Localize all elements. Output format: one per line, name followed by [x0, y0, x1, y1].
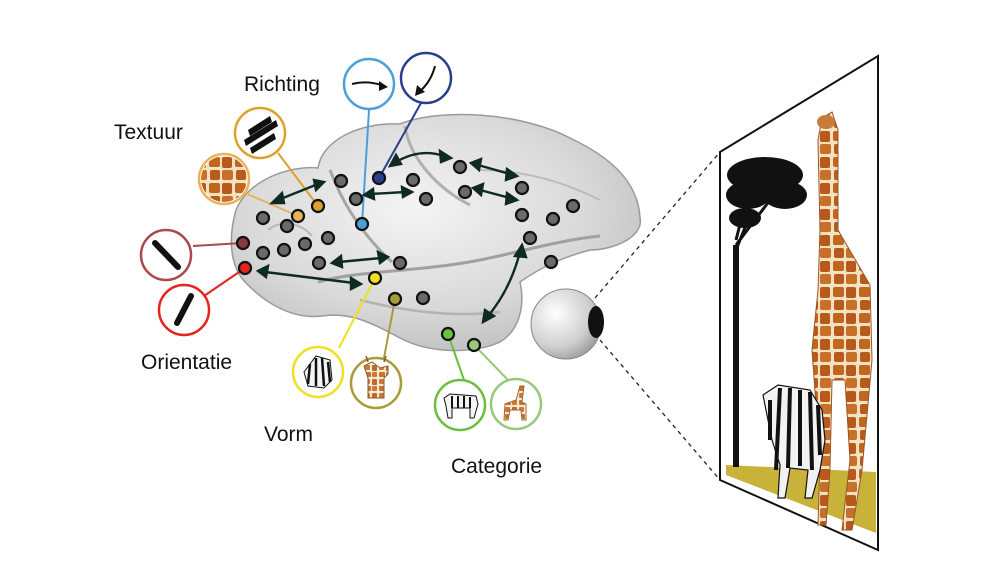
oriented-bar-left-icon [139, 228, 193, 282]
tree-silhouette [726, 157, 807, 467]
giraffe-silhouette [811, 111, 873, 531]
giraffe-category-icon [489, 377, 543, 431]
oriented-bar-right-icon [157, 283, 211, 337]
cortex-nodes [235, 159, 581, 353]
label-categorie: Categorie [451, 455, 543, 478]
scene-panel [719, 54, 879, 552]
scene-ground [726, 465, 876, 533]
zebra-category-icon [433, 378, 487, 432]
label-vorm: Vorm [264, 423, 314, 446]
giraffe-skin-texture-icon [197, 152, 251, 206]
label-richting: Richting [244, 73, 320, 96]
connection-arrows [255, 148, 528, 325]
projection-line-top [594, 151, 721, 299]
direction-arrow-down-icon [399, 51, 453, 105]
giraffe-shape-icon [349, 355, 403, 410]
direction-arrow-right-icon [342, 57, 396, 111]
label-orientatie: Orientatie [141, 351, 233, 374]
zebra-shape-icon [291, 345, 345, 399]
diagonal-stripes-texture-icon [233, 106, 287, 160]
feature-connectors [192, 102, 511, 383]
projection-line-bottom [599, 339, 721, 481]
label-textuur: Textuur [114, 121, 183, 144]
zebra-silhouette [762, 384, 826, 499]
eye-icon [530, 288, 604, 360]
